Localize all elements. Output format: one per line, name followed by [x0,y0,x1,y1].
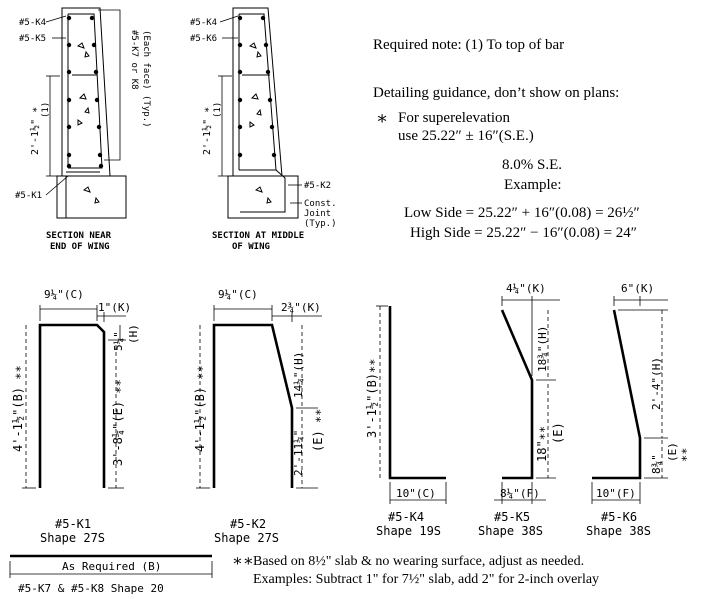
footnote-stars: ∗∗ [232,553,254,570]
footnote-line-2: Examples: Subtract 1" for 7½" slab, add … [253,572,599,587]
k5-e-tag: (E) [551,422,565,444]
k4-b-dim: 3'-1½"(B)∗∗ [365,359,379,438]
k2-e-tag: (E) ∗∗ [311,409,325,452]
k6-f-dim: 10"(F) [596,487,636,500]
k5-shape: Shape 38S [478,524,543,538]
k5-name: #5-K5 [494,510,530,524]
low-side: Low Side = 25.22″ + 16″(0.08) = 26½″ [404,205,640,221]
section-end-title-2: END OF WING [50,242,110,252]
k2-k-dim: 2¾"(K) [281,301,321,314]
k6-e-tag: (E) [666,442,679,462]
section-near-end-of-wing: 2'-1½" ∗ (1) #5-K4 #5-K5 #5-K1 #5-K7 or … [15,7,151,252]
k1-name: #5-K1 [55,517,91,531]
slab-outline [56,175,127,219]
k1-b-dim: 4'-1½"(B) ∗∗ [11,365,25,452]
k6-shape: Shape 38S [586,524,651,538]
k5-e-dim: 18"∗∗ [535,426,549,462]
k6-e-star: ∗∗ [677,448,691,462]
shape-k7-k8: As Required (B) #5-K7 & #5-K8 Shape 20 [9,554,213,595]
concrete-hatch [248,42,272,204]
shape-k2: 9¼"(C) 2¾"(K) 14¼"(H) 4'-1½"(B) ∗∗ 2'-11… [193,288,325,545]
k2-b-dim: 4'-1½"(B) ∗∗ [193,365,207,452]
k4-shape: Shape 19S [376,524,441,538]
k5-h-dim: 18¾"(H) [536,326,549,372]
label-k4: #5-K4 [190,18,217,28]
concrete-hatch [76,42,100,204]
shape-k4: 3'-1½"(B)∗∗ 10"(C) #5-K4 Shape 19S [365,305,447,538]
superelevation-line-2: use 25.22″ ± 16″(S.E.) [398,128,534,144]
height-dim-note: (1) [41,102,51,118]
shape-k5: 4¼"(K) 18¾"(H) 18"∗∗ (E) 8¼"(F) #5-K5 Sh… [478,282,565,538]
superelevation-line-1: For superelevation [398,110,511,126]
const-joint-1: Const. [304,199,337,209]
high-side: High Side = 25.22″ − 16″(0.08) = 24″ [410,225,637,241]
label-k5: #5-K5 [19,34,46,44]
const-joint-2: Joint [304,209,331,219]
rebar-k5 [68,13,103,169]
required-note: Required note: (1) To top of bar [373,37,564,53]
label-k1: #5-K1 [15,191,42,201]
k6-e-dim: 8¾" [650,454,663,474]
k6-name: #5-K6 [601,510,637,524]
shape-k1: 9¼"(C) 1"(K) 5¼" (H) 4'-1½"(B) ∗∗ 3'-8¼"… [11,288,140,545]
k1-shape: Shape 27S [40,531,105,545]
k7-k8-name: #5-K7 & #5-K8 Shape 20 [18,582,164,595]
se-value: 8.0% S.E. [502,157,562,173]
k1-k-dim: 1"(K) [98,301,131,314]
k2-top-dim: 9¼"(C) [218,288,258,301]
k4-c-dim: 10"(C) [396,487,436,500]
k1-top-dim: 9¼"(C) [44,288,84,301]
label-each-face: (Each face) (Typ.) [141,30,151,128]
k6-h-dim: 2'-4"(H) [650,357,663,410]
height-dim-label: 2'-1½" ∗ [29,107,41,155]
k5-f-dim: 8¼"(F) [500,487,540,500]
example-label: Example: [504,177,561,193]
bar-k4 [388,306,446,480]
guidance-title: Detailing guidance, don’t show on plans: [373,85,619,101]
k1-h-dim: 5¼" [112,331,125,351]
k2-name: #5-K2 [230,517,266,531]
k6-k-dim: 6"(K) [621,282,654,295]
label-k6: #5-K6 [190,34,217,44]
label-k4: #5-K4 [19,18,46,28]
notes: Required note: (1) To top of bar Detaili… [373,37,640,241]
shape-k6: 6"(K) 2'-4"(H) 8¾" (E) ∗∗ 10"(F) #5-K6 S… [586,282,691,538]
rebar-dots [66,15,104,169]
rebar-k2 [240,169,286,213]
height-dim-note: (1) [213,102,223,118]
bar-k5 [500,309,534,480]
k2-h-dim: 14¼"(H) [292,352,305,398]
section-mid-title-1: SECTION AT MIDDLE [212,231,304,241]
label-k2: #5-K2 [304,181,331,191]
k1-e-dim: 3'-8¼"(E) ∗∗ [111,379,125,466]
star-mark: ∗ [376,108,388,128]
section-mid-title-2: OF WING [232,242,270,252]
k5-k-dim: 4¼"(K) [506,282,546,295]
wing-wall-outline [61,7,111,177]
k1-h-tag: (H) [127,324,140,344]
k4-name: #5-K4 [388,510,424,524]
slab-outline [227,175,299,219]
k7-k8-label: As Required (B) [62,560,161,573]
section-at-middle-of-wing: 2'-1½" ∗ (1) #5-K4 #5-K6 #5-K2 Const. Jo… [190,7,337,252]
bar-k2 [212,323,294,488]
rebar-k6 [239,13,277,171]
bar-k1 [38,323,106,488]
k2-e-dim: 2'-11¼" [292,430,305,476]
label-k7-k8: #5-K7 or K8 [129,30,139,90]
rebar-dots [237,15,277,158]
k2-shape: Shape 27S [214,531,279,545]
bar-k6 [592,309,642,480]
footnote-line-1: Based on 8½" slab & no wearing surface, … [253,554,584,569]
height-dim-label: 2'-1½" ∗ [201,107,213,155]
footnote: ∗∗ Based on 8½" slab & no wearing surfac… [232,553,599,587]
const-joint-3: (Typ.) [304,219,337,229]
section-end-title-1: SECTION NEAR [46,231,112,241]
